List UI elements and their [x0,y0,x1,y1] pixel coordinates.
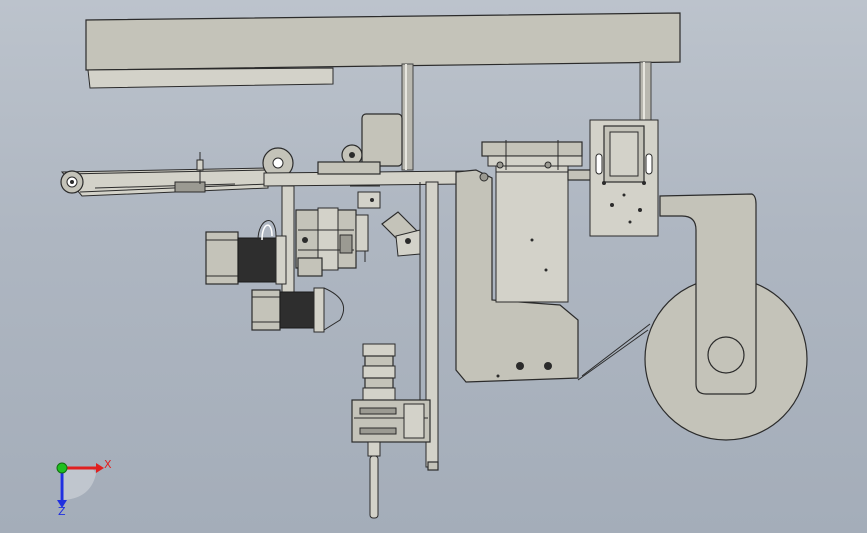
upper-motor-block [361,113,403,167]
x-axis-label: X [104,458,112,471]
left-slide-assembly [281,185,369,329]
stepper-motor-upper [205,220,287,285]
angled-clamp [381,211,421,257]
y-axis-dot [56,462,68,474]
conveyor-arm [60,152,269,197]
right-frame-plate [455,140,593,383]
guide-rod-left [401,63,414,171]
z-axis-label: Z [58,505,66,518]
stepper-motor-lower [251,257,344,333]
guide-rod-right [639,61,652,125]
wheel-assembly [577,193,808,441]
axis-triad: X Z [56,458,112,518]
top-beam [85,12,681,89]
right-bracket [589,119,659,237]
vertical-post [419,181,439,471]
spindle-assembly [351,343,431,519]
